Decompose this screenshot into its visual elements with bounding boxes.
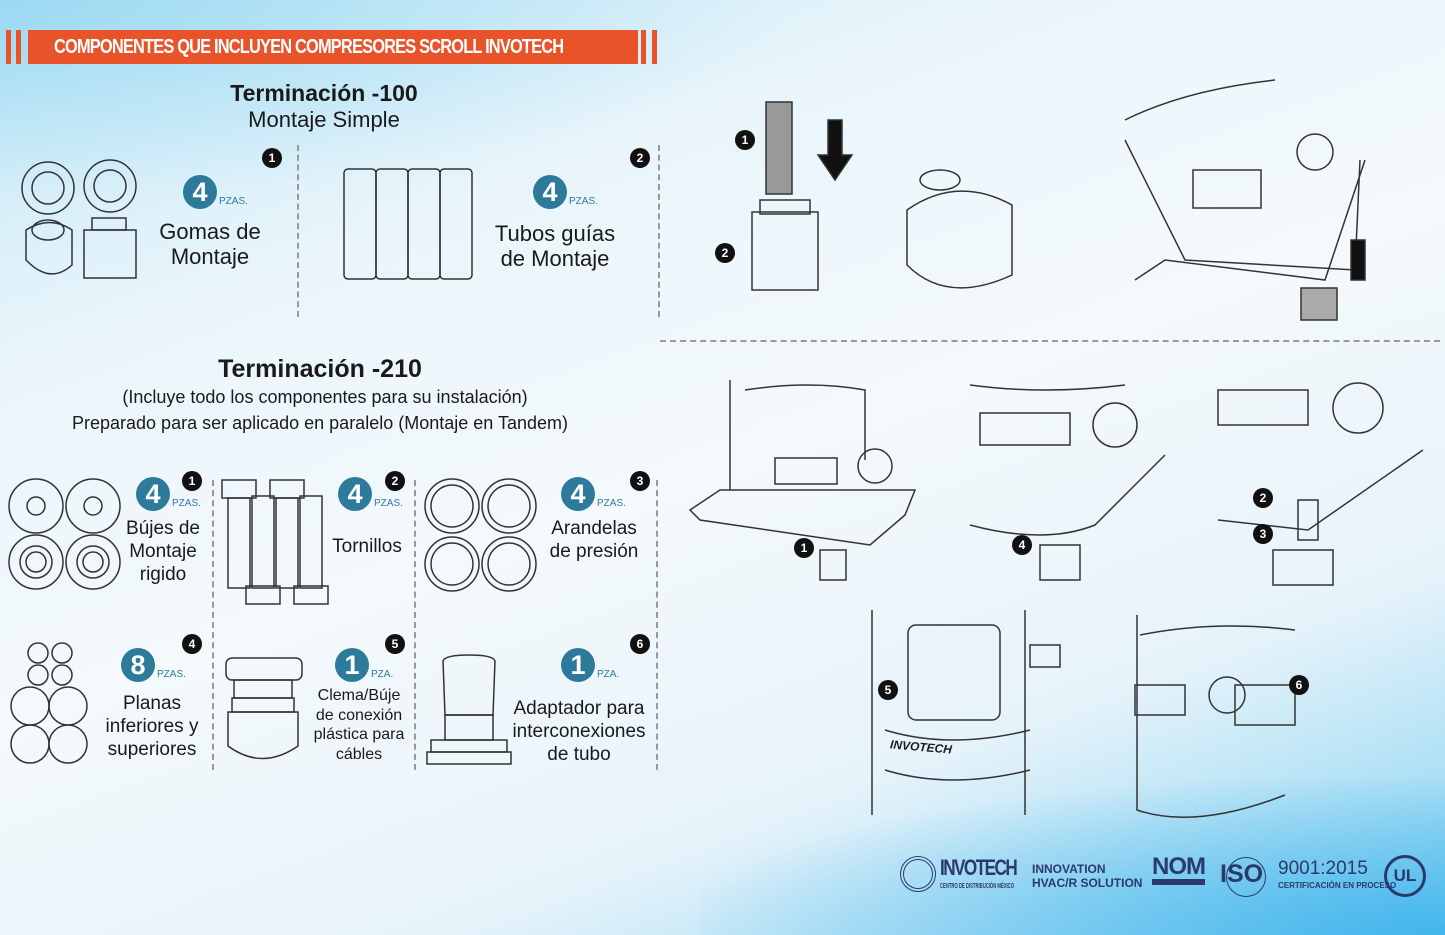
rubber-grommets-illustration: [21, 159, 137, 279]
guide-tubes-illustration: [343, 168, 473, 280]
divider: [414, 480, 416, 770]
banner-bar: [641, 30, 646, 64]
term210-title: Terminación -210: [218, 355, 422, 383]
lock-washers-illustration: [424, 478, 537, 592]
banner-title: COMPONENTES QUE INCLUYEN COMPRESORES SCR…: [54, 35, 564, 58]
compressor-base-diagram: [1124, 79, 1366, 321]
divider: [212, 480, 214, 770]
divider: [658, 145, 660, 317]
ul-logo: UL: [1384, 855, 1426, 897]
item-number: 3: [630, 471, 650, 491]
divider: [656, 480, 658, 770]
banner: COMPONENTES QUE INCLUYEN COMPRESORES SCR…: [28, 30, 638, 64]
background-wave: [700, 780, 1445, 935]
banner-bar: [652, 30, 657, 64]
iso-status: CERTIFICACIÓN EN PROCESO: [1278, 881, 1397, 890]
diagram-marker: 1: [735, 130, 755, 150]
diagram-marker: 1: [794, 538, 814, 558]
footer-brand-sub: CENTRO DE DISTRIBUCIÓN MÉXICO: [940, 883, 1014, 890]
item-number: 1: [262, 148, 282, 168]
term210-note: (Incluye todo los componentes para su in…: [122, 387, 528, 407]
grommet-tube-assembly-diagram: [751, 101, 854, 291]
iso-logo: ISO: [1220, 860, 1264, 888]
step-3-diagram: [1217, 382, 1424, 586]
nom-logo: NOM: [1152, 855, 1206, 885]
step-2-diagram: [969, 384, 1166, 581]
diagram-marker: 2: [1253, 488, 1273, 508]
grommet-diagram: [906, 169, 1013, 289]
footer-brand: INVOTECH: [940, 855, 1018, 880]
diagram-marker: 6: [1289, 675, 1309, 695]
item-number: 2: [385, 471, 405, 491]
term100-subtitle: Montaje Simple: [248, 107, 400, 132]
step-6-diagram: [1134, 615, 1296, 818]
iso-number: 9001:2015: [1278, 858, 1368, 879]
banner-bar: [6, 30, 11, 64]
diagram-marker: 4: [1012, 535, 1032, 555]
banner-bar: [16, 30, 21, 64]
item-number: 6: [630, 634, 650, 654]
bolts-illustration: [221, 479, 329, 605]
item-number: 4: [182, 634, 202, 654]
item-number: 2: [630, 148, 650, 168]
divider: [297, 145, 299, 317]
item-label: Tornillos: [332, 536, 402, 557]
diagram-marker: 5: [878, 680, 898, 700]
flat-washers-illustration: [10, 642, 88, 764]
step-5-diagram: [871, 610, 1061, 815]
cable-gland-illustration: [225, 657, 303, 760]
diagram-marker: 3: [1253, 524, 1273, 544]
term100-title: Terminación -100: [230, 80, 418, 106]
divider: [660, 340, 1440, 342]
item-number: 5: [385, 634, 405, 654]
diagram-marker: 2: [715, 243, 735, 263]
term210-note: Preparado para ser aplicado en paralelo …: [72, 413, 568, 433]
mounting-bushings-illustration: [8, 478, 121, 590]
step-1-diagram: [688, 380, 917, 581]
item-number: 1: [182, 471, 202, 491]
globe-icon: [1226, 857, 1266, 897]
tube-adapter-illustration: [426, 654, 512, 765]
invotech-logo-icon: [900, 856, 936, 892]
